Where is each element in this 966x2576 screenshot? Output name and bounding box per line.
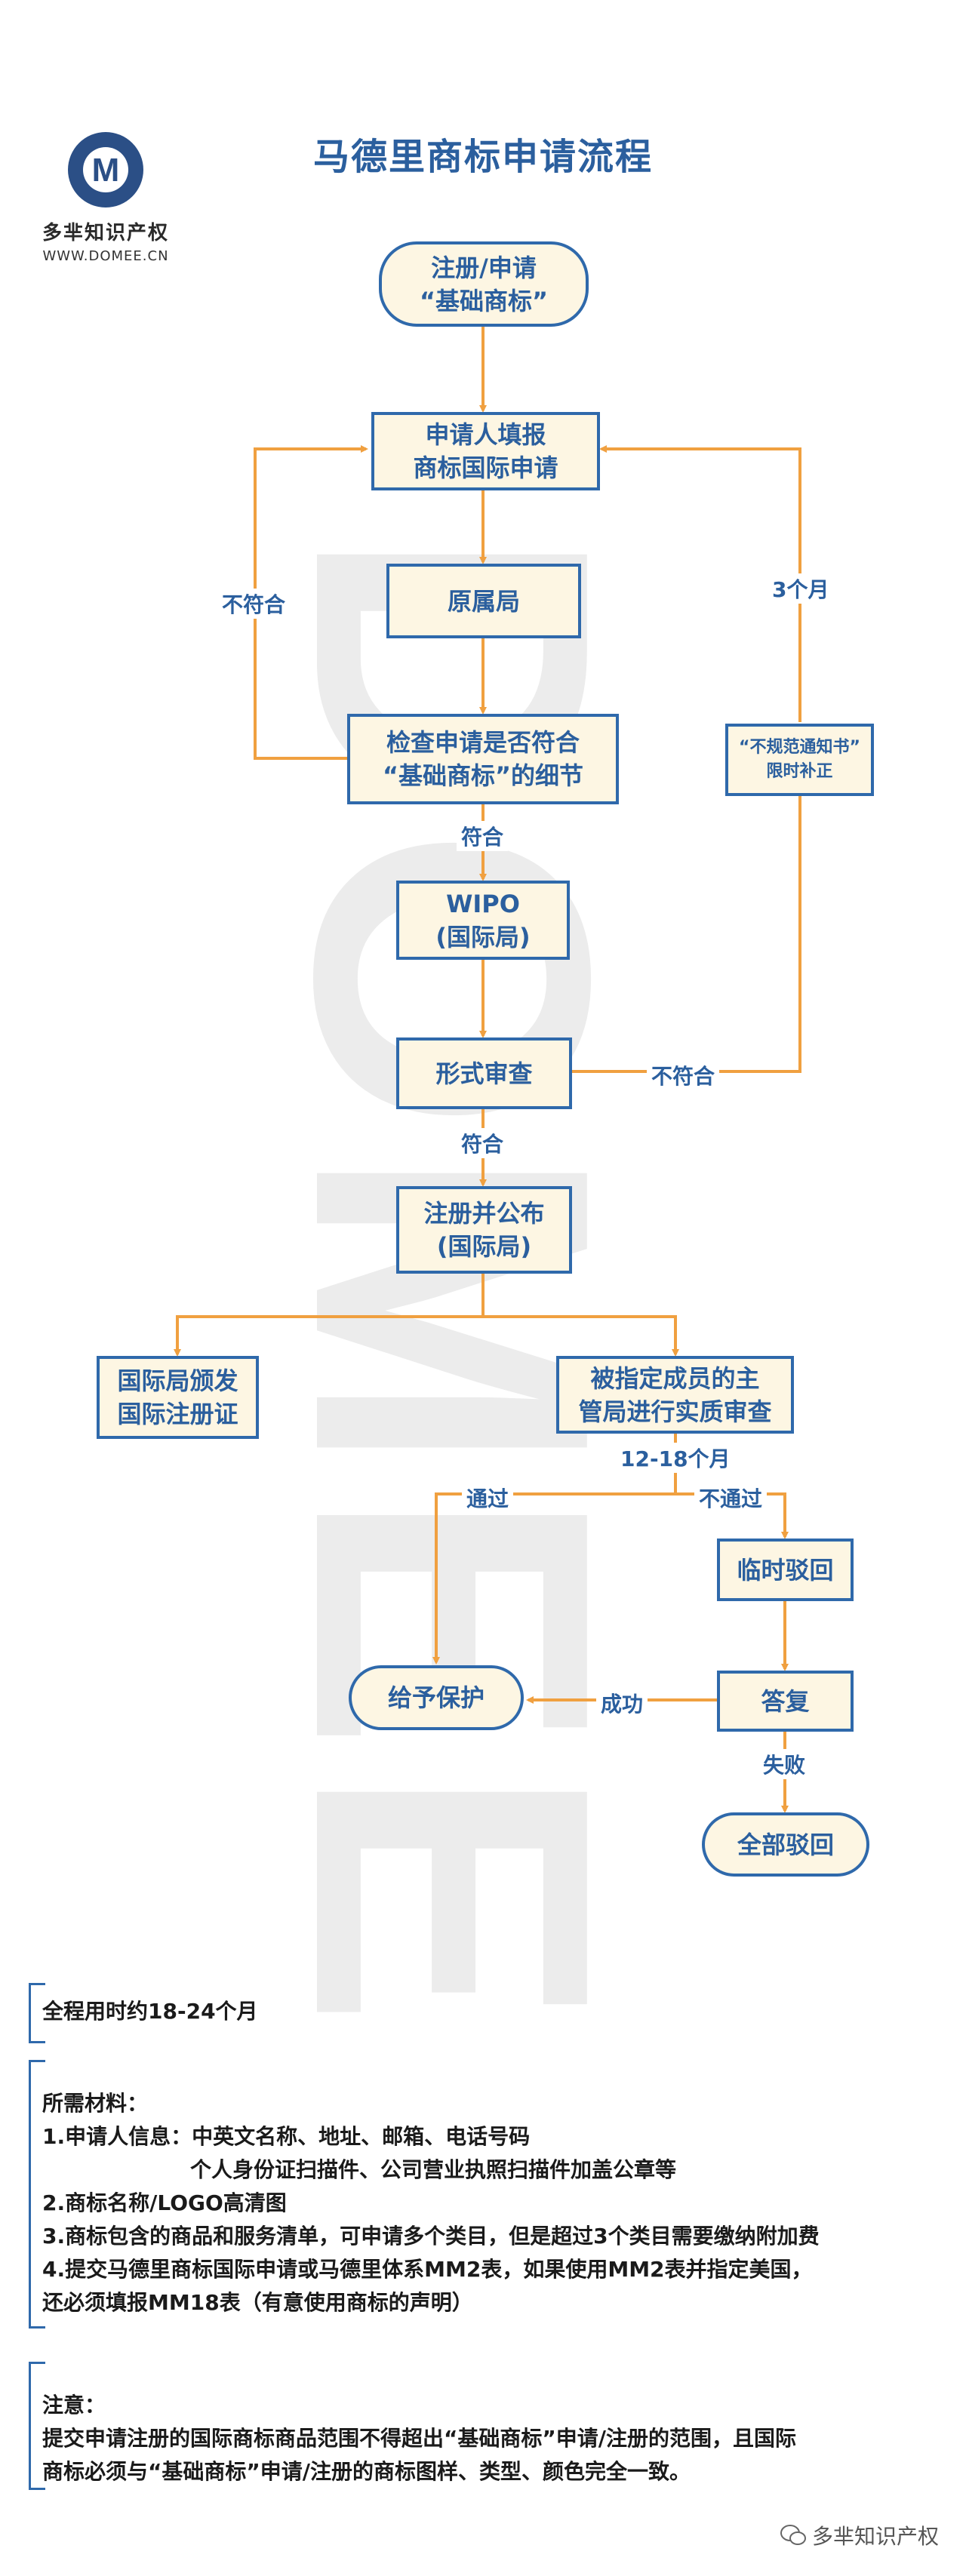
materials-item-1: 1.申请人信息：中英文名称、地址、邮箱、电话号码 bbox=[42, 2124, 531, 2149]
fill-application-line2: 商标国际申请 bbox=[413, 453, 558, 482]
label-not-comply-formal: 不符合 bbox=[647, 1060, 720, 1090]
duration-text: 全程用时约18-24个月 bbox=[42, 1999, 258, 2024]
page-title: 马德里商标申请流程 bbox=[312, 136, 653, 178]
logo-mark-icon: M bbox=[68, 132, 143, 207]
origin-office-node: 原属局 bbox=[386, 564, 581, 638]
arrow-register-to-substantive bbox=[483, 1315, 679, 1357]
label-not-pass: 不通过 bbox=[694, 1483, 768, 1513]
substantive-line1: 被指定成员的主 bbox=[590, 1363, 760, 1393]
materials-item-3: 3.商标包含的商品和服务清单，可申请多个类目，但是超过3个类目需要缴纳附加费 bbox=[42, 2224, 820, 2249]
label-three-months: 3个月 bbox=[768, 573, 834, 604]
start-node-line1: 注册/申请 bbox=[431, 253, 537, 282]
materials-note: 所需材料： 1.申请人信息：中英文名称、地址、邮箱、电话号码 个人身份证扫描件、… bbox=[29, 2060, 919, 2329]
label-period: 12-18个月 bbox=[616, 1443, 735, 1473]
grant-protection-label: 给予保护 bbox=[387, 1683, 485, 1712]
start-node: 注册/申请 “基础商标” bbox=[379, 241, 589, 327]
attention-note: 注意： 提交申请注册的国际商标商品范围不得超出“基础商标”申请/注册的范围，且国… bbox=[29, 2362, 934, 2490]
logo-letter: M bbox=[92, 152, 120, 189]
formal-exam-label: 形式审查 bbox=[435, 1059, 533, 1088]
arrow-register-split bbox=[174, 1274, 485, 1357]
footer-brand: 多芈知识产权 bbox=[780, 2520, 939, 2550]
irregularity-notice-line2: 限时补正 bbox=[766, 762, 833, 781]
wipo-line2: (国际局) bbox=[435, 922, 531, 951]
grant-protection-node: 给予保护 bbox=[349, 1665, 524, 1730]
wipo-line1: WIPO bbox=[446, 889, 520, 918]
fill-application-node: 申请人填报 商标国际申请 bbox=[371, 412, 600, 490]
substantive-exam-node: 被指定成员的主 管局进行实质审查 bbox=[556, 1356, 794, 1434]
irregularity-notice-node: “不规范通知书” 限时补正 bbox=[725, 724, 874, 796]
formal-exam-node: 形式审查 bbox=[396, 1037, 572, 1109]
check-node: 检查申请是否符合 “基础商标”的细节 bbox=[347, 714, 619, 804]
label-not-comply-left: 不符合 bbox=[217, 589, 291, 619]
duration-note: 全程用时约18-24个月 bbox=[29, 1983, 258, 2043]
check-line2: “基础商标”的细节 bbox=[382, 761, 584, 790]
label-success: 成功 bbox=[596, 1688, 648, 1718]
origin-office-label: 原属局 bbox=[447, 586, 520, 616]
attention-line-1: 提交申请注册的国际商标商品范围不得超出“基础商标”申请/注册的范围，且国际 bbox=[42, 2426, 797, 2451]
logo-name: 多芈知识产权 bbox=[42, 222, 169, 244]
register-publish-line1: 注册并公布 bbox=[423, 1199, 545, 1228]
logo-url: WWW.DOMEE.CN bbox=[42, 248, 169, 264]
reply-node: 答复 bbox=[717, 1671, 854, 1732]
issue-cert-line1: 国际局颁发 bbox=[117, 1366, 238, 1395]
materials-item-4: 4.提交马德里商标国际申请或马德里体系MM2表，如果使用MM2表并指定美国， bbox=[42, 2257, 813, 2282]
label-fail: 失败 bbox=[758, 1749, 811, 1779]
fill-application-line1: 申请人填报 bbox=[425, 420, 546, 449]
reply-label: 答复 bbox=[761, 1686, 810, 1716]
arrow-formal-to-notice bbox=[572, 796, 801, 1073]
substantive-line2: 管局进行实质审查 bbox=[578, 1397, 772, 1426]
attention-heading: 注意： bbox=[42, 2393, 106, 2418]
issue-cert-line2: 国际注册证 bbox=[117, 1400, 238, 1428]
footer-text: 多芈知识产权 bbox=[811, 2524, 939, 2549]
label-pass: 通过 bbox=[462, 1483, 514, 1513]
full-refusal-node: 全部驳回 bbox=[702, 1812, 869, 1877]
register-publish-line2: (国际局) bbox=[436, 1232, 532, 1261]
materials-item-4b: 还必须填报MM18表（有意使用商标的声明） bbox=[42, 2290, 473, 2315]
label-comply-1: 符合 bbox=[457, 821, 509, 851]
arrow-notice-to-fill bbox=[599, 445, 801, 722]
irregularity-notice-line1: “不规范通知书” bbox=[739, 738, 860, 757]
label-comply-2: 符合 bbox=[457, 1128, 509, 1158]
check-line1: 检查申请是否符合 bbox=[386, 728, 580, 757]
full-refusal-label: 全部驳回 bbox=[737, 1830, 834, 1859]
provisional-refusal-node: 临时驳回 bbox=[717, 1539, 854, 1601]
materials-heading: 所需材料： bbox=[42, 2091, 149, 2116]
wipo-node: WIPO (国际局) bbox=[396, 881, 570, 960]
issue-cert-node: 国际局颁发 国际注册证 bbox=[97, 1356, 259, 1439]
register-publish-node: 注册并公布 (国际局) bbox=[396, 1186, 572, 1274]
materials-item-2: 2.商标名称/LOGO高清图 bbox=[42, 2190, 287, 2215]
brand-logo: M 多芈知识产权 WWW.DOMEE.CN bbox=[30, 128, 181, 264]
attention-line-2: 商标必须与“基础商标”申请/注册的商标图样、类型、颜色完全一致。 bbox=[42, 2459, 691, 2484]
wechat-icon bbox=[780, 2525, 806, 2545]
materials-item-1b: 个人身份证扫描件、公司营业执照扫描件加盖公章等 bbox=[42, 2157, 677, 2182]
provisional-refusal-label: 临时驳回 bbox=[737, 1555, 834, 1585]
start-node-line2: “基础商标” bbox=[419, 286, 549, 315]
